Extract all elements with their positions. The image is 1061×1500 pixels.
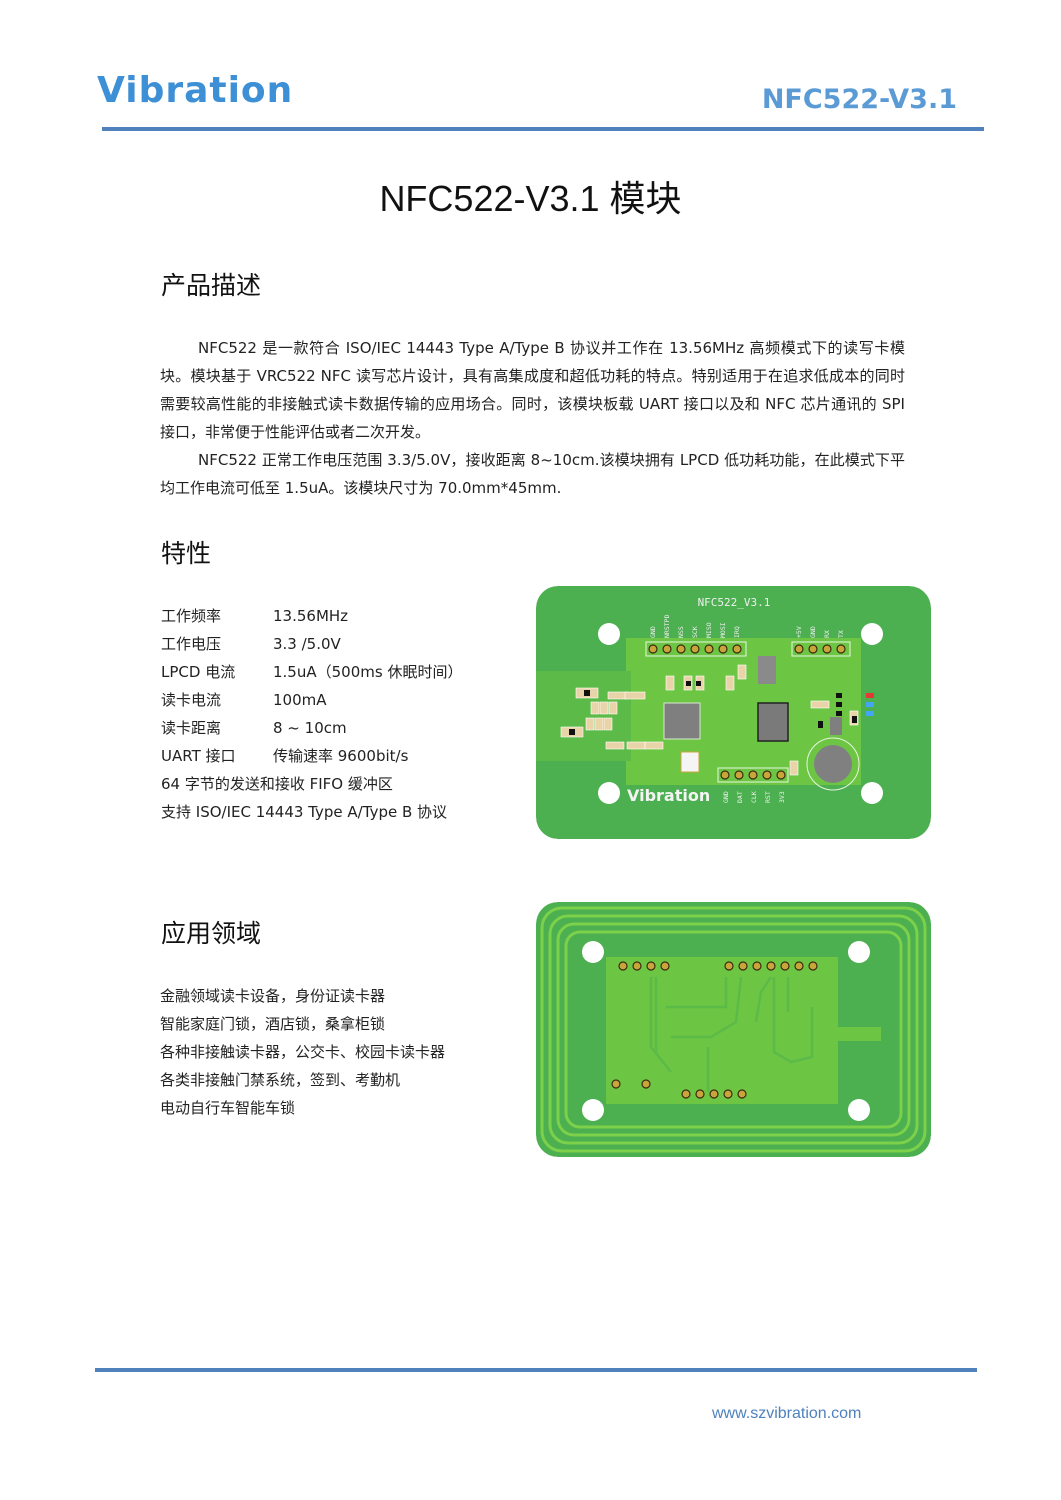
svg-text:TX: TX [837, 630, 845, 638]
applications-list: 金融领域读卡设备，身份证读卡器 智能家庭门锁，酒店锁，桑拿柜锁 各种非接触读卡器… [160, 982, 445, 1122]
spec-row: 工作电压 3.3 /5.0V [161, 630, 462, 658]
svg-text:3V3: 3V3 [778, 791, 786, 803]
applications-heading: 应用领域 [161, 919, 262, 948]
svg-text:GND: GND [649, 626, 657, 638]
application-item: 金融领域读卡设备，身份证读卡器 [160, 987, 386, 1005]
footer-divider [95, 1368, 977, 1372]
spec-key: 工作频率 [161, 607, 222, 625]
svg-text:RX: RX [823, 630, 831, 638]
svg-text:+5V: +5V [795, 626, 803, 638]
spec-value: 3.3 /5.0V [273, 635, 341, 653]
svg-text:NSS: NSS [677, 626, 685, 638]
application-item: 电动自行车智能车锁 [160, 1099, 296, 1117]
pcb-back-image [536, 902, 931, 1157]
spec-key: 读卡距离 [161, 719, 222, 737]
spec-value: 传输速率 9600bit/s [273, 747, 409, 765]
svg-text:IRQ: IRQ [733, 626, 741, 638]
spec-value: 8 ~ 10cm [273, 719, 347, 737]
features-heading: 特性 [161, 539, 212, 568]
pcb-front-illustration: NFC522_V3.1 GND NRSTPD NSS SCK MISO MOSI… [536, 586, 931, 839]
description-heading: 产品描述 [161, 271, 262, 300]
spec-extra: 支持 ISO/IEC 14443 Type A/Type B 协议 [161, 803, 448, 821]
header-model: NFC522-V3.1 [761, 84, 957, 115]
brand-logo: Vibration [97, 70, 294, 111]
description-paragraph: NFC522 是一款符合 ISO/IEC 14443 Type A/Type B… [160, 339, 905, 441]
spec-value: 1.5uA（500ms 休眠时间） [273, 663, 463, 681]
svg-text:GND: GND [722, 791, 730, 803]
features-list: 工作频率 13.56MHz 工作电压 3.3 /5.0V LPCD 电流 1.5uA（… [161, 602, 462, 826]
footer-website-link[interactable]: www.szvibration.com [712, 1405, 862, 1422]
svg-text:RST: RST [764, 791, 772, 803]
spec-row: UART 接口 传输速率 9600bit/s [161, 742, 462, 770]
svg-text:GND: GND [809, 626, 817, 638]
spec-extra: 64 字节的发送和接收 FIFO 缓冲区 [161, 775, 393, 793]
header-divider [102, 127, 984, 131]
application-item: 各类非接触门禁系统，签到、考勤机 [160, 1071, 401, 1089]
spec-value: 13.56MHz [273, 607, 349, 625]
pcb-front-image: NFC522_V3.1 GND NRSTPD NSS SCK MISO MOSI… [536, 586, 931, 839]
pcb-back-illustration [536, 902, 931, 1157]
spec-key: LPCD 电流 [161, 663, 236, 681]
spec-row: 读卡电流 100mA [161, 686, 462, 714]
application-item: 智能家庭门锁，酒店锁，桑拿柜锁 [160, 1015, 386, 1033]
spec-key: UART 接口 [161, 747, 236, 765]
application-item: 各种非接触读卡器，公交卡、校园卡读卡器 [160, 1043, 446, 1061]
description-paragraph: NFC522 正常工作电压范围 3.3/5.0V，接收距离 8~10cm.该模块… [160, 451, 905, 497]
description-body: NFC522 是一款符合 ISO/IEC 14443 Type A/Type B… [160, 334, 905, 502]
page-title: NFC522-V3.1 模块 [379, 178, 682, 219]
spec-key: 工作电压 [161, 635, 222, 653]
pcb-brand: Vibration [627, 786, 710, 805]
svg-text:MISO: MISO [705, 622, 713, 638]
spec-row: 工作频率 13.56MHz [161, 602, 462, 630]
spec-row: LPCD 电流 1.5uA（500ms 休眠时间） [161, 658, 462, 686]
svg-text:MOSI: MOSI [719, 622, 727, 638]
spec-row: 读卡距离 8 ~ 10cm [161, 714, 462, 742]
svg-text:DAT: DAT [736, 791, 744, 803]
svg-text:SCK: SCK [691, 626, 699, 638]
svg-text:NRSTPD: NRSTPD [663, 614, 671, 638]
spec-key: 读卡电流 [161, 691, 222, 709]
pcb-label: NFC522_V3.1 [698, 596, 771, 609]
spec-value: 100mA [273, 691, 327, 709]
svg-text:CLK: CLK [750, 791, 758, 803]
